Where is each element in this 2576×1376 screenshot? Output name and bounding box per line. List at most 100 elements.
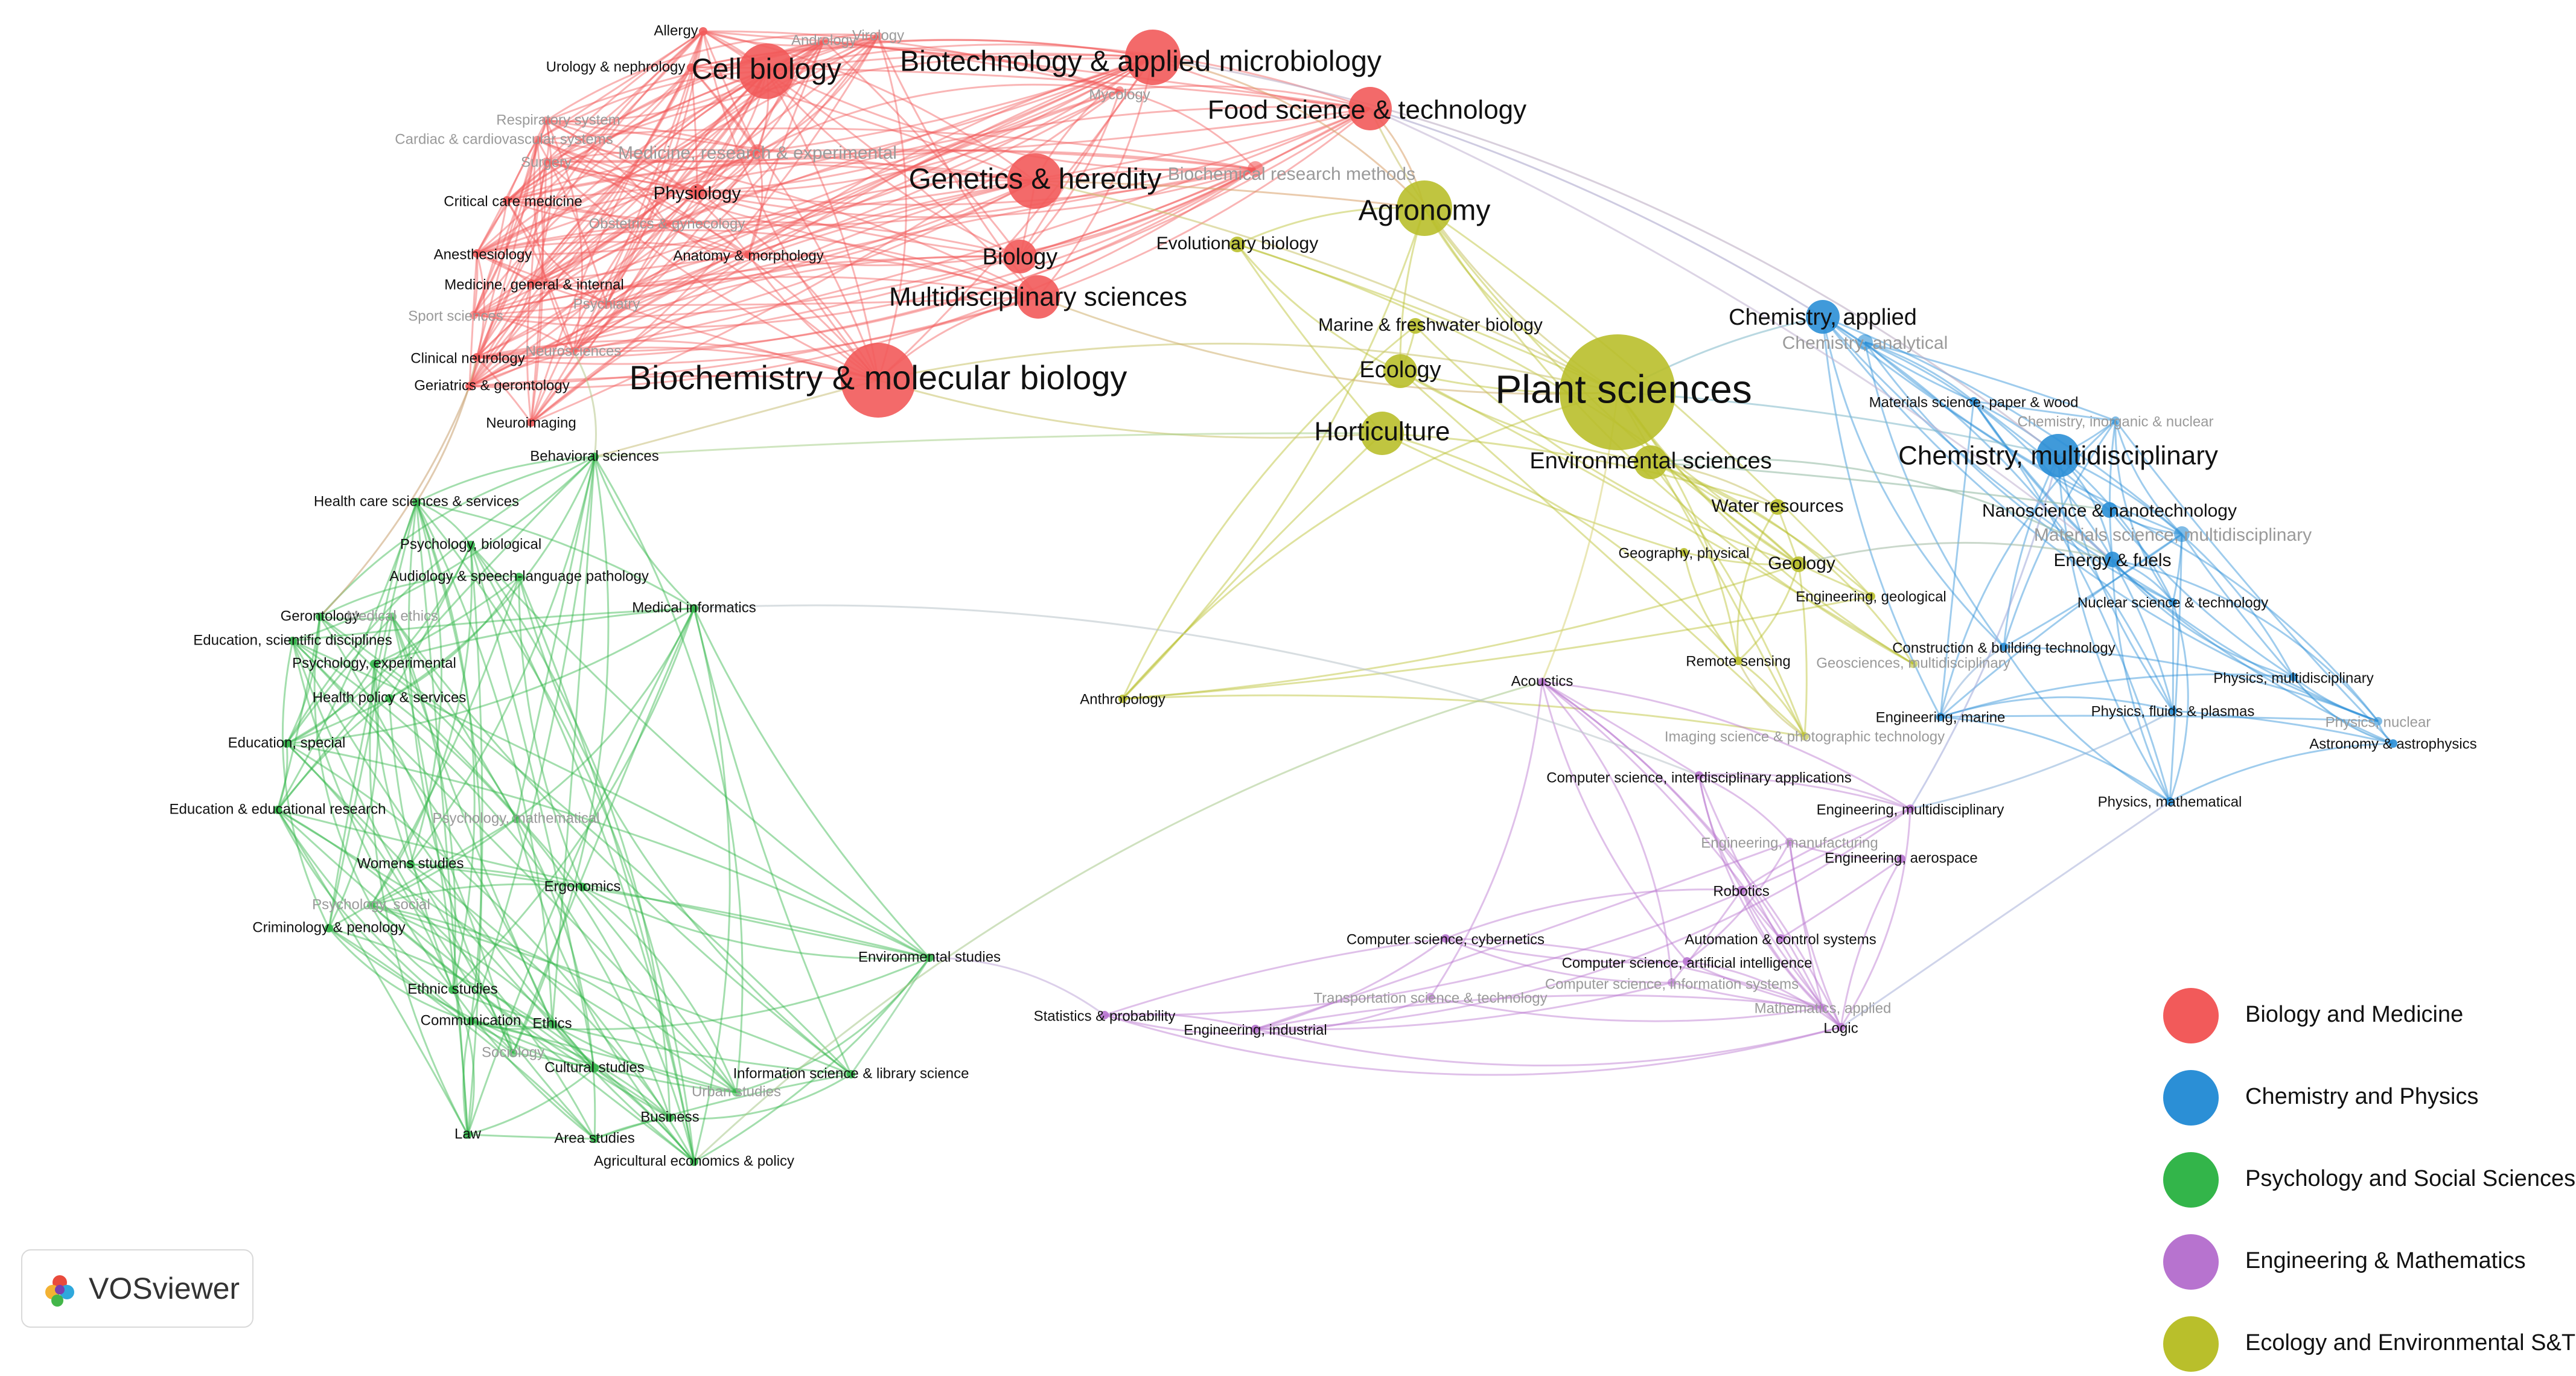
node-green[interactable] xyxy=(282,739,291,748)
node-yellow[interactable] xyxy=(1791,556,1806,572)
node-label[interactable]: Physics, mathematical xyxy=(2098,794,2242,810)
node-label[interactable]: Engineering, aerospace xyxy=(1825,850,1978,866)
node-label[interactable]: Evolutionary biology xyxy=(1156,234,1319,253)
node-label[interactable]: Cardiac & cardiovascular systems xyxy=(395,131,613,147)
node-label[interactable]: Psychology, mathematical xyxy=(432,810,599,826)
node-label[interactable]: Urban studies xyxy=(692,1083,781,1100)
node-purple[interactable] xyxy=(1100,1011,1109,1019)
node-red[interactable] xyxy=(1016,275,1060,319)
node-label[interactable]: Engineering, manufacturing xyxy=(1701,835,1878,851)
node-green[interactable] xyxy=(367,901,375,909)
node-label[interactable]: Health care sciences & services xyxy=(314,493,519,509)
node-red[interactable] xyxy=(465,382,474,390)
node-label[interactable]: Education & educational research xyxy=(170,801,386,817)
node-label[interactable]: Mycology xyxy=(1089,86,1150,103)
node-green[interactable] xyxy=(690,604,698,613)
node-label[interactable]: Water resources xyxy=(1712,496,1844,516)
node-label[interactable]: Horticulture xyxy=(1315,417,1450,447)
node-label[interactable]: Sociology xyxy=(482,1044,544,1060)
node-label[interactable]: Anesthesiology xyxy=(434,246,532,263)
node-label[interactable]: Criminology & penology xyxy=(252,919,405,935)
node-label[interactable]: Geosciences, multidisciplinary xyxy=(1816,655,2010,671)
node-label[interactable]: Behavioral sciences xyxy=(530,448,658,464)
node-red[interactable] xyxy=(470,311,478,319)
node-blue[interactable] xyxy=(2174,526,2190,542)
node-label[interactable]: Urology & nephrology xyxy=(546,59,686,75)
node-yellow[interactable] xyxy=(1909,660,1918,668)
node-label[interactable]: Biotechnology & applied microbiology xyxy=(900,46,1382,78)
node-blue[interactable] xyxy=(2389,739,2397,748)
node-purple[interactable] xyxy=(1819,1004,1827,1012)
node-yellow[interactable] xyxy=(1408,318,1423,334)
node-red[interactable] xyxy=(473,353,481,362)
node-label[interactable]: Plant sciences xyxy=(1495,366,1752,411)
node-red[interactable] xyxy=(699,27,707,36)
node-green[interactable] xyxy=(509,1049,517,1057)
node-blue[interactable] xyxy=(2169,707,2177,715)
node-red[interactable] xyxy=(874,32,882,40)
node-label[interactable]: Engineering, multidisciplinary xyxy=(1817,801,2004,818)
node-label[interactable]: Automation & control systems xyxy=(1685,931,1876,948)
node-purple[interactable] xyxy=(1776,934,1785,943)
node-yellow[interactable] xyxy=(1397,180,1452,236)
node-label[interactable]: Respiratory system xyxy=(496,112,620,128)
node-label[interactable]: Marine & freshwater biology xyxy=(1318,315,1543,335)
node-red[interactable] xyxy=(602,301,611,309)
node-blue[interactable] xyxy=(1806,300,1840,334)
node-red[interactable] xyxy=(750,144,765,160)
node-green[interactable] xyxy=(925,954,934,962)
node-label[interactable]: Computer science, artificial intelligenc… xyxy=(1562,955,1812,971)
node-label[interactable]: Business xyxy=(640,1109,699,1125)
node-blue[interactable] xyxy=(1936,713,1945,721)
node-label[interactable]: Psychology, biological xyxy=(400,536,541,552)
node-label[interactable]: Biology xyxy=(983,244,1058,270)
node-blue[interactable] xyxy=(2169,598,2177,607)
node-yellow[interactable] xyxy=(1229,237,1245,252)
node-label[interactable]: Neurosciences xyxy=(526,343,622,359)
node-purple[interactable] xyxy=(1251,1025,1260,1033)
node-label[interactable]: Statistics & probability xyxy=(1034,1008,1176,1024)
node-label[interactable]: Womens studies xyxy=(357,855,464,871)
node-label[interactable]: Ethnic studies xyxy=(407,981,497,997)
node-blue[interactable] xyxy=(2166,797,2174,806)
node-label[interactable]: Nuclear science & technology xyxy=(2077,594,2268,611)
node-red[interactable] xyxy=(527,279,535,288)
node-red[interactable] xyxy=(569,347,578,355)
node-label[interactable]: Health policy & services xyxy=(313,689,467,706)
node-purple[interactable] xyxy=(1906,804,1914,813)
node-green[interactable] xyxy=(412,498,421,506)
node-red[interactable] xyxy=(503,196,511,205)
node-green[interactable] xyxy=(590,1135,599,1143)
node-purple[interactable] xyxy=(1695,771,1703,780)
node-red[interactable] xyxy=(473,249,481,258)
node-label[interactable]: Audiology & speech-language pathology xyxy=(389,568,649,584)
node-red[interactable] xyxy=(542,116,550,125)
node-purple[interactable] xyxy=(1897,855,1905,863)
node-label[interactable]: Ergonomics xyxy=(544,878,621,894)
node-label[interactable]: Ethics xyxy=(532,1015,572,1031)
node-label[interactable]: Engineering, marine xyxy=(1876,709,2006,725)
node-red[interactable] xyxy=(841,343,916,418)
node-label[interactable]: Logic xyxy=(1823,1020,1858,1036)
node-label[interactable]: Andrology xyxy=(791,32,856,48)
node-label[interactable]: Anthropology xyxy=(1080,691,1165,707)
node-green[interactable] xyxy=(666,1113,674,1122)
node-label[interactable]: Mathematics, applied xyxy=(1755,1000,1892,1016)
node-label[interactable]: Chemistry, inorganic & nuclear xyxy=(2017,413,2213,430)
node-red[interactable] xyxy=(663,220,671,229)
node-green[interactable] xyxy=(370,660,378,668)
node-green[interactable] xyxy=(448,986,457,994)
node-label[interactable]: Chemistry, analytical xyxy=(1782,333,1948,353)
node-label[interactable]: Psychology, social xyxy=(312,896,430,913)
node-label[interactable]: Agronomy xyxy=(1359,195,1491,227)
node-blue[interactable] xyxy=(2102,502,2117,518)
node-green[interactable] xyxy=(515,573,523,581)
node-label[interactable]: Physiology xyxy=(653,183,741,203)
node-red[interactable] xyxy=(542,158,550,166)
node-yellow[interactable] xyxy=(1734,657,1742,665)
node-green[interactable] xyxy=(273,806,282,814)
node-red[interactable] xyxy=(744,250,753,259)
node-blue[interactable] xyxy=(2289,673,2298,681)
node-label[interactable]: Psychiatry xyxy=(573,296,640,312)
